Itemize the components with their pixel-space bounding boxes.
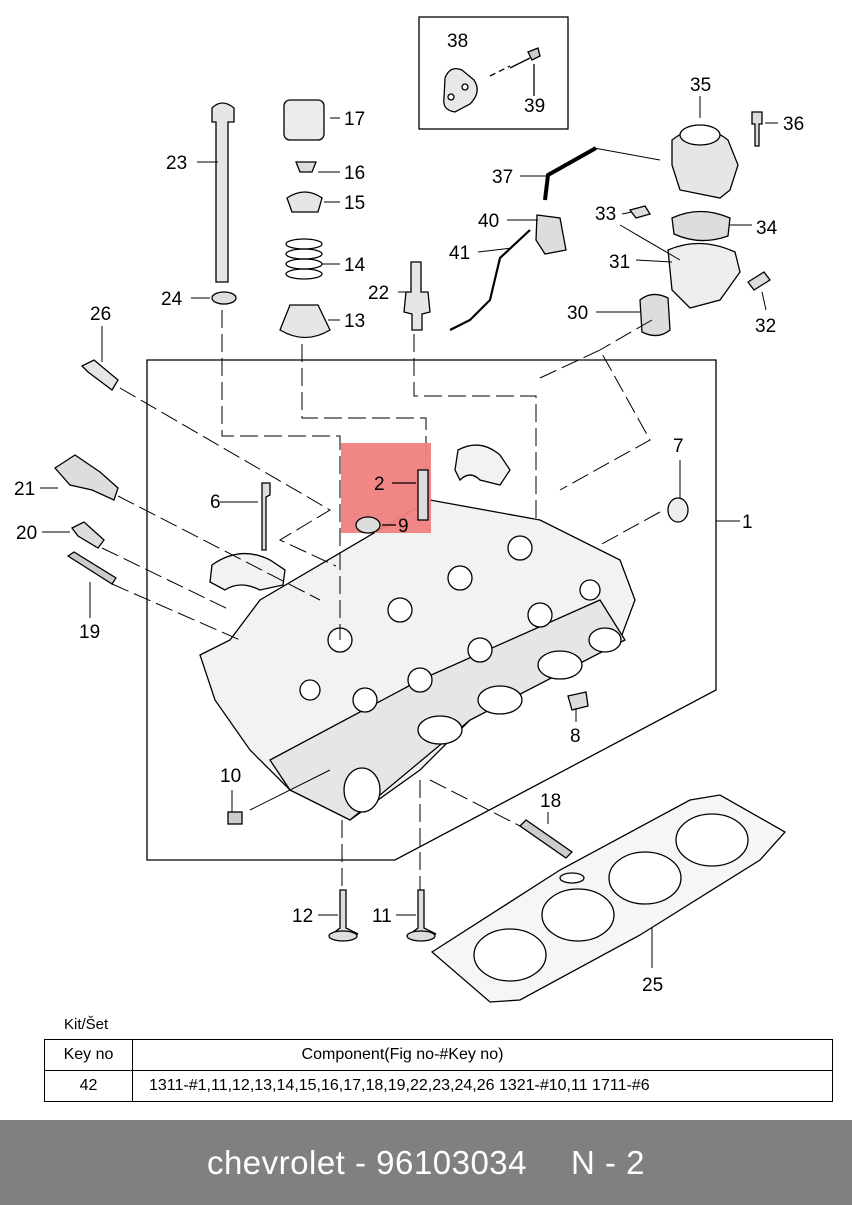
stud-19	[66, 551, 117, 585]
callout-17: 17	[344, 109, 365, 130]
gasket-34	[671, 210, 731, 242]
bolt-6	[261, 482, 271, 551]
callout-22: 22	[368, 283, 389, 304]
footer-banner: chevrolet - 96103034 N - 2	[0, 1120, 852, 1205]
callout-20: 20	[16, 523, 37, 544]
callout-14: 14	[344, 255, 366, 276]
cam-cap-right	[454, 444, 511, 486]
cover-plate-38	[443, 67, 478, 113]
seal-9	[355, 516, 381, 534]
callout-16: 16	[344, 163, 365, 184]
kit-table-header: Key no Component(Fig no-#Key no)	[44, 1039, 833, 1071]
footer-page: N - 2	[571, 1143, 646, 1181]
bolt-32	[747, 271, 771, 291]
callout-39: 39	[524, 96, 545, 117]
retainer-15	[286, 191, 323, 213]
gasket-30	[639, 293, 671, 337]
dowel-2	[417, 469, 429, 521]
callout-2: 2	[374, 474, 385, 495]
tappet-17	[283, 99, 325, 141]
table-row: 42 1311-#1,11,12,13,14,15,16,17,18,19,22…	[44, 1070, 833, 1102]
callout-35: 35	[690, 75, 711, 96]
highlight-region	[341, 443, 431, 533]
callout-24: 24	[161, 289, 183, 310]
callout-40: 40	[478, 211, 499, 232]
callout-26: 26	[90, 304, 111, 325]
cylinder-head-1	[199, 499, 636, 821]
row-key-no: 42	[44, 1070, 133, 1102]
bolt-36	[751, 111, 763, 147]
exploded-parts-diagram: 1 2 6 7 8 9 10 11 12 13 14 15 16 17 18 1…	[14, 16, 804, 1003]
sensor-20	[71, 521, 105, 549]
spring-14	[285, 238, 323, 280]
header-key-no: Key no	[44, 1039, 133, 1071]
callout-30: 30	[567, 303, 588, 324]
callout-21: 21	[14, 479, 35, 500]
callout-1: 1	[742, 512, 753, 533]
cam-cap-left	[209, 552, 286, 591]
callout-25: 25	[642, 975, 663, 996]
bolt-33	[628, 205, 652, 219]
sensor-40	[535, 214, 567, 255]
callout-33: 33	[595, 204, 616, 225]
kit-label: Kit/Šet	[64, 1016, 109, 1033]
callout-9: 9	[398, 516, 409, 537]
row-component: 1311-#1,11,12,13,14,15,16,17,18,19,22,23…	[132, 1070, 833, 1102]
keeper-16	[295, 161, 317, 173]
bolt-39	[509, 47, 541, 69]
seal-13	[279, 304, 331, 339]
callout-37: 37	[492, 167, 513, 188]
callout-32: 32	[755, 316, 776, 337]
valve-12	[330, 889, 359, 935]
kit-table: Key no Component(Fig no-#Key no) 42 1311…	[44, 1039, 833, 1102]
callout-11: 11	[372, 906, 392, 927]
callout-8: 8	[570, 726, 581, 747]
adapter-31	[667, 242, 741, 309]
callout-38: 38	[447, 31, 468, 52]
callout-10: 10	[220, 766, 241, 787]
plug-10	[227, 811, 243, 825]
sensor-21	[54, 454, 119, 501]
pipe-37	[543, 146, 597, 201]
inset-box	[418, 16, 569, 130]
footer-brand: chevrolet - 96103034	[206, 1143, 528, 1181]
header-component: Component(Fig no-#Key no)	[132, 1039, 833, 1071]
callout-23: 23	[166, 153, 187, 174]
callout-18: 18	[540, 791, 561, 812]
callout-13: 13	[344, 311, 365, 332]
seal-8	[567, 691, 589, 711]
head-boundary	[146, 359, 717, 861]
callout-7: 7	[673, 436, 684, 457]
head-bolt-23	[211, 102, 235, 283]
callout-6: 6	[210, 492, 221, 513]
callout-41: 41	[449, 243, 470, 264]
callout-15: 15	[344, 193, 365, 214]
callout-31: 31	[609, 252, 630, 273]
stud-18	[518, 819, 574, 859]
callout-19: 19	[79, 622, 100, 643]
valve-11	[408, 889, 437, 935]
dowel-26	[80, 359, 119, 391]
callout-36: 36	[783, 114, 804, 135]
washer-24	[211, 291, 237, 305]
plug-7	[667, 497, 689, 523]
callout-12: 12	[292, 906, 313, 927]
callout-34: 34	[756, 218, 778, 239]
plug-22	[403, 261, 431, 331]
